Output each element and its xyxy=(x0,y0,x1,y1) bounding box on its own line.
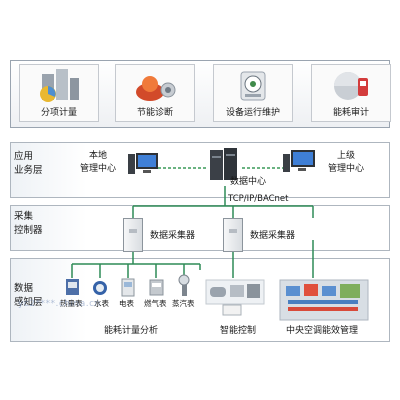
upper-center-label: 上级 管理中心 xyxy=(328,151,365,174)
top-card-metering: 分项计量 xyxy=(19,64,99,122)
top-card-diagnosis: 节能诊断 xyxy=(115,64,195,122)
device-meter-icon xyxy=(240,71,266,101)
gas-meter-icon xyxy=(149,279,164,296)
top-card-label: 分项计量 xyxy=(40,108,77,118)
water-meter-icon xyxy=(93,281,107,295)
data-collector-box-1 xyxy=(123,218,143,252)
smart-control-label: 智能控制 xyxy=(220,326,257,336)
watermark-text: yc2****.china.cn xyxy=(18,299,101,309)
top-card-label: 能耗审计 xyxy=(332,108,369,118)
top-card-label: 设备运行维护 xyxy=(225,108,280,118)
top-function-panel: 分项计量 节能诊断 设备运行维护 能耗审计 xyxy=(10,60,391,128)
protocol-label: TCP/IP/BACnet xyxy=(228,194,289,204)
top-card-audit: 能耗审计 xyxy=(311,64,391,122)
energy-analysis-label: 能耗计量分析 xyxy=(104,326,159,336)
meter-label-gas: 燃气表 xyxy=(144,299,167,308)
data-collector-box-2 xyxy=(223,218,243,252)
layer-collection-panel xyxy=(10,205,390,251)
layer-application-panel xyxy=(10,142,390,198)
hvac-plant-icon xyxy=(279,279,369,321)
meter-label-water: 水表 xyxy=(94,299,109,308)
electric-meter-icon xyxy=(121,278,135,297)
computer-icon-local xyxy=(128,153,158,174)
meter-label-steam: 蒸汽表 xyxy=(172,299,195,308)
top-card-maintenance: 设备运行维护 xyxy=(213,64,293,122)
data-center-label: 数据中心 xyxy=(230,177,267,187)
building-chart-icon xyxy=(40,69,79,102)
meter-label-electric: 电表 xyxy=(119,299,134,308)
diagnosis-lamp-icon xyxy=(136,76,176,101)
layer-title-collection: 采集 控制器 xyxy=(14,211,43,236)
collector-label-1: 数据采集器 xyxy=(150,231,196,241)
steam-meter-icon xyxy=(178,274,190,296)
server-icon-datacenter xyxy=(210,148,237,180)
collector-label-2: 数据采集器 xyxy=(250,231,296,241)
smart-control-equipment-icon xyxy=(205,279,265,316)
computer-icon-upper xyxy=(283,150,315,172)
hvac-label: 中央空调能效管理 xyxy=(286,326,359,336)
heat-meter-icon xyxy=(66,279,79,295)
layer-title-application: 应用 业务层 xyxy=(14,151,43,176)
local-center-label: 本地 管理中心 xyxy=(80,151,117,174)
meter-label-heat: 热量表 xyxy=(60,299,83,308)
top-card-label: 节能诊断 xyxy=(136,108,173,118)
energy-globe-icon xyxy=(334,72,368,100)
layer-title-data: 数据 感知层 xyxy=(14,283,43,308)
